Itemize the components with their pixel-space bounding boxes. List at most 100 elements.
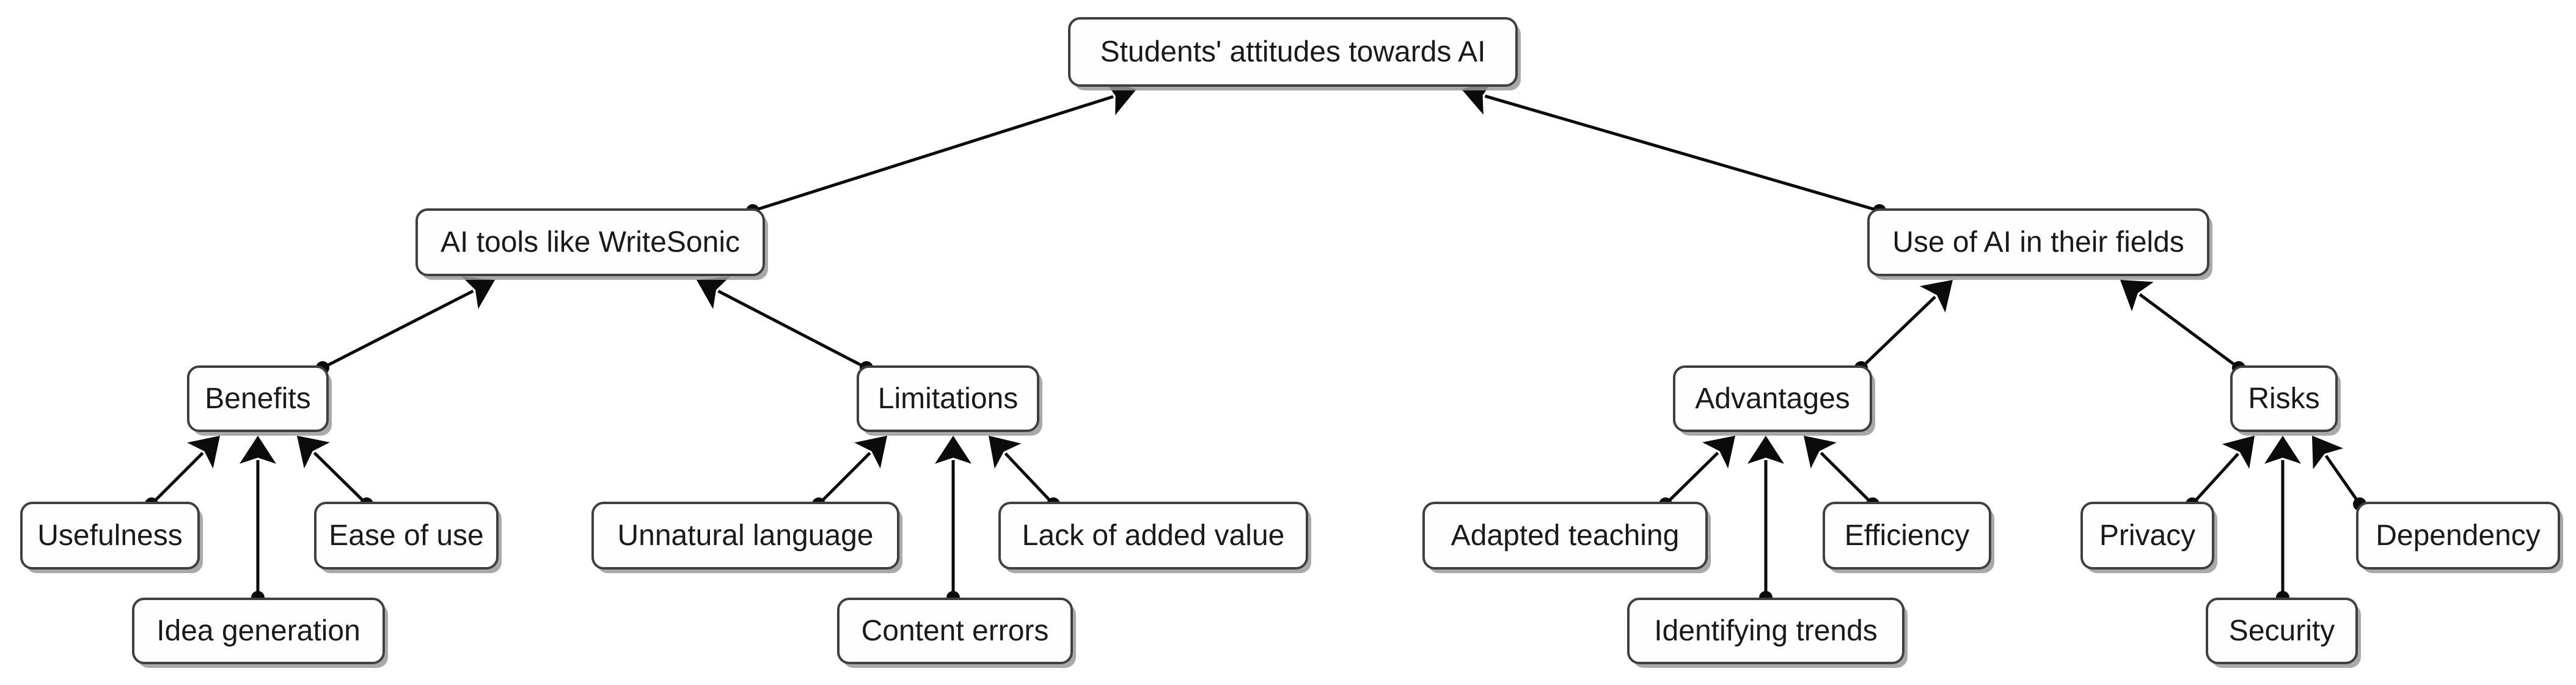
node-risks[interactable]: Risks — [2230, 365, 2341, 436]
node-box[interactable] — [1673, 365, 1872, 432]
edge-idea-to-benefits — [240, 436, 276, 604]
node-limits[interactable]: Limitations — [857, 365, 1042, 436]
node-root[interactable]: Students' attitudes towards AI — [1068, 17, 1521, 90]
node-label: Risks — [2248, 383, 2319, 415]
node-box[interactable] — [2080, 502, 2214, 570]
edge-line — [821, 452, 871, 502]
node-label: Ease of use — [329, 519, 484, 552]
node-label: AI tools like WriteSonic — [441, 226, 740, 258]
node-depend[interactable]: Dependency — [2356, 502, 2563, 573]
node-label: Security — [2229, 615, 2335, 647]
edge-arrowhead — [187, 436, 220, 469]
edge-line — [1820, 452, 1870, 502]
edge-adapted-to-advant — [1659, 436, 1735, 511]
node-cerrors[interactable]: Content errors — [837, 598, 1076, 668]
node-idtrends[interactable]: Identifying trends — [1627, 598, 1908, 668]
node-label: Idea generation — [156, 615, 360, 647]
edge-unnat-to-limits — [812, 436, 887, 511]
node-box[interactable] — [187, 365, 329, 432]
node-benefits[interactable]: Benefits — [187, 365, 332, 436]
node-label: Limitations — [878, 383, 1018, 415]
node-box[interactable] — [2206, 598, 2358, 664]
node-box[interactable] — [132, 598, 385, 664]
edge-arrowhead — [461, 276, 495, 309]
edge-cerrors-to-limits — [935, 436, 971, 604]
node-label: Benefits — [205, 383, 310, 415]
edge-arrowhead — [297, 436, 330, 469]
edge-ease-to-benefits — [297, 436, 373, 511]
edge-security-to-risks — [2264, 436, 2301, 604]
edge-arrowhead — [240, 436, 276, 464]
node-box[interactable] — [1823, 502, 1991, 570]
node-label: Usefulness — [37, 519, 182, 552]
node-fields[interactable]: Use of AI in their fields — [1867, 208, 2212, 280]
node-box[interactable] — [591, 502, 899, 570]
edge-tools-to-root — [746, 80, 1136, 218]
edge-risks-to-fields — [2120, 280, 2245, 375]
edge-line — [154, 452, 204, 502]
edge-arrowhead — [2264, 436, 2301, 464]
node-effic[interactable]: Efficiency — [1823, 502, 1994, 573]
edge-arrowhead — [989, 436, 1022, 469]
node-idea[interactable]: Idea generation — [132, 598, 388, 668]
edge-line — [2139, 293, 2236, 366]
node-advant[interactable]: Advantages — [1673, 365, 1875, 436]
node-label: Lack of added value — [1022, 519, 1285, 552]
node-box[interactable] — [1627, 598, 1905, 664]
edge-limits-to-tools — [697, 276, 873, 375]
node-box[interactable] — [837, 598, 1073, 664]
edge-arrowhead — [2312, 436, 2343, 469]
node-label: Advantages — [1695, 383, 1850, 415]
edge-arrowhead — [1702, 436, 1735, 469]
edge-arrowhead — [2222, 436, 2255, 469]
node-box[interactable] — [1068, 17, 1518, 87]
node-adapted[interactable]: Adapted teaching — [1422, 502, 1711, 573]
node-box[interactable] — [2230, 365, 2338, 432]
edge-line — [313, 452, 364, 502]
node-box[interactable] — [2356, 502, 2560, 570]
edge-fields-to-root — [1462, 79, 1886, 218]
node-box[interactable] — [1422, 502, 1708, 570]
node-box[interactable] — [857, 365, 1039, 432]
node-label: Students' attitudes towards AI — [1100, 36, 1486, 68]
node-label: Privacy — [2099, 519, 2195, 552]
node-lackval[interactable]: Lack of added value — [998, 502, 1311, 573]
node-label: Identifying trends — [1654, 615, 1878, 647]
node-unnat[interactable]: Unnatural language — [591, 502, 902, 573]
node-useful[interactable]: Usefulness — [20, 502, 203, 573]
node-security[interactable]: Security — [2206, 598, 2361, 668]
edge-arrowhead — [1747, 436, 1784, 464]
node-box[interactable] — [20, 502, 200, 570]
edge-depend-to-risks — [2312, 436, 2366, 511]
edge-benefits-to-tools — [316, 276, 495, 375]
edge-privacy-to-risks — [2186, 436, 2255, 511]
edge-useful-to-benefits — [145, 436, 220, 511]
edge-lackval-to-limits — [989, 436, 1060, 511]
node-box[interactable] — [998, 502, 1308, 570]
node-label: Unnatural language — [618, 519, 874, 552]
edge-line — [717, 290, 863, 367]
edge-idtrends-to-advant — [1747, 436, 1784, 604]
edge-advant-to-fields — [1854, 280, 1953, 375]
edge-line — [2195, 452, 2239, 502]
edge-line — [1484, 94, 1875, 211]
edge-arrowhead — [1804, 436, 1837, 469]
edge-line — [326, 289, 474, 367]
edge-line — [1004, 452, 1051, 502]
edge-arrowhead — [697, 276, 730, 309]
edge-line — [2324, 455, 2358, 501]
node-box[interactable] — [1867, 208, 2209, 276]
node-label: Use of AI in their fields — [1892, 226, 2184, 258]
node-box[interactable] — [415, 208, 765, 276]
node-box[interactable] — [314, 502, 499, 570]
edge-arrowhead — [1920, 280, 1953, 313]
node-tools[interactable]: AI tools like WriteSonic — [415, 208, 768, 280]
node-privacy[interactable]: Privacy — [2080, 502, 2217, 573]
node-label: Adapted teaching — [1451, 519, 1680, 552]
edge-arrowhead — [2120, 280, 2154, 312]
edge-line — [1864, 295, 1936, 365]
node-ease[interactable]: Ease of use — [314, 502, 502, 573]
node-label: Content errors — [862, 615, 1049, 647]
